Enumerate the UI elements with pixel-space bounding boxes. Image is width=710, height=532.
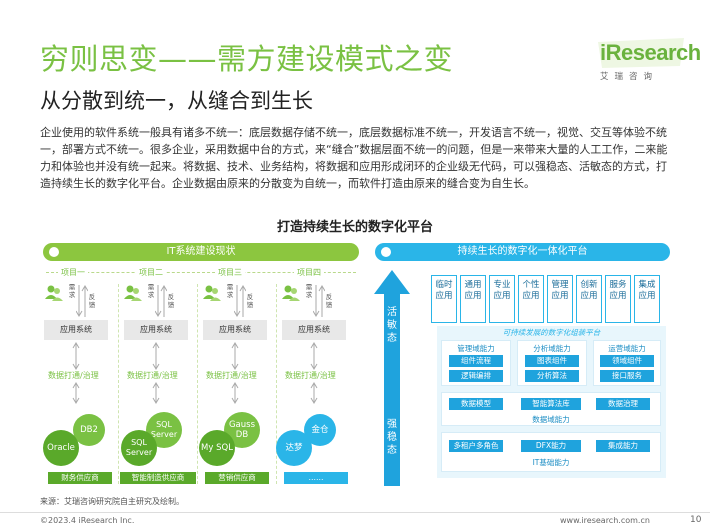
intro-paragraph: 企业使用的软件系统一般具有诸多不统一：底层数据存储不统一，底层数据标准不统一，开… [40,126,668,190]
data-integration-label: 数据打通/治理 [206,371,257,380]
app-box-management: 管理应用 [547,275,573,323]
capability-chip: 智能算法库 [521,398,581,410]
column-separator [276,284,277,484]
db-circle: SQL Server [121,430,157,466]
right-panel-header: 持续生长的数字化一体化平台 [375,243,670,261]
feedback-label: 反馈 [167,293,175,309]
right-panel-title: 持续生长的数字化一体化平台 [457,246,588,257]
header-dot-icon [49,247,59,257]
header-dot-icon [381,247,391,257]
db-circle: Oracle [43,430,79,466]
left-panel-header: IT系统建设现状 [43,243,359,261]
updown-arrow-icon [310,342,318,370]
section-title: 打造持续生长的数字化平台 [276,220,433,235]
app-system-box: 应用系统 [124,320,188,340]
demand-label: 需求 [147,283,155,299]
growth-arrow-icon [374,270,410,486]
users-icon [45,285,63,301]
updown-arrow-icon [231,382,239,404]
footer-divider [0,512,710,513]
vendor-label: 智能制造供应商 [120,472,196,484]
stable-state-label: 强稳态 [387,419,397,456]
operation-domain-title: 运营域能力 [608,344,646,353]
capability-chip: 领域组件 [600,355,654,367]
app-system-box: 应用系统 [282,320,346,340]
capability-chip: 组件流程 [449,355,503,367]
capability-chip: 逻辑编排 [449,370,503,382]
left-panel-title: IT系统建设现状 [166,246,236,257]
users-icon [282,285,300,301]
updown-arrow-icon [152,342,160,370]
website-link[interactable]: www.iresearch.com.cn [560,516,650,525]
app-box-professional: 专业应用 [489,275,515,323]
project-divider [46,272,356,273]
vendor-label: 财务供应商 [48,472,112,484]
app-box-general: 通用应用 [460,275,486,323]
app-box-innovation: 创新应用 [576,275,602,323]
project-label-2: 项目二 [136,267,166,278]
capability-chip: 分析算法 [525,370,579,382]
column-separator [197,284,198,484]
page-subtitle: 从分散到统一，从缝合到生长 [40,89,313,113]
platform-caption: 可持续发展的数字化组装平台 [502,328,601,337]
capability-chip: 数据治理 [596,398,650,410]
updown-arrow-icon [231,342,239,370]
agile-state-label: 活敏态 [387,307,397,344]
feedback-label: 反馈 [246,293,254,309]
vendor-label: 营销供应商 [205,472,269,484]
data-domain-title: 数据域能力 [532,415,570,424]
exchange-arrows-icon [234,285,246,317]
exchange-arrows-icon [313,285,325,317]
logo-subtext: 艾瑞咨询 [600,72,659,82]
data-integration-label: 数据打通/治理 [48,371,99,380]
db-circle: 达梦 [276,430,312,466]
updown-arrow-icon [72,382,80,404]
capability-chip: DFX能力 [521,440,581,452]
data-integration-label: 数据打通/治理 [285,371,336,380]
feedback-label: 反馈 [88,293,96,309]
copyright: ©2023.4 iResearch Inc. [40,516,135,525]
users-icon [203,285,221,301]
logo-text: iResearch [600,40,701,65]
capability-chip: 接口服务 [600,370,654,382]
data-integration-label: 数据打通/治理 [127,371,178,380]
project-label-4: 项目四 [294,267,324,278]
vendor-label: …… [284,472,348,484]
demand-label: 需求 [226,283,234,299]
db-circle: DB2 [73,414,105,446]
updown-arrow-icon [72,342,80,370]
analysis-domain-title: 分析域能力 [533,344,571,353]
capability-chip: 集成能力 [596,440,650,452]
iresearch-logo: iResearch 艾瑞咨询 [586,34,701,84]
app-box-temporary: 临时应用 [431,275,457,323]
app-system-box: 应用系统 [44,320,108,340]
logo-banner-icon [598,38,684,68]
capability-chip: 多租户多角色 [449,440,503,452]
exchange-arrows-icon [76,285,88,317]
db-circle: My SQL [199,430,235,466]
capability-chip: 图表组件 [525,355,579,367]
app-box-personal: 个性应用 [518,275,544,323]
feedback-label: 反馈 [325,293,333,309]
capability-chip: 数据模型 [449,398,503,410]
page-title: 穷则思变——需方建设模式之变 [40,42,454,76]
it-base-title: IT基础能力 [532,458,570,467]
app-box-service: 服务应用 [605,275,631,323]
users-icon [124,285,142,301]
app-system-box: 应用系统 [203,320,267,340]
management-domain-title: 管理域能力 [457,344,495,353]
project-label-3: 项目三 [215,267,245,278]
project-label-1: 项目一 [58,267,88,278]
page-number: 10 [690,515,702,525]
column-separator [118,284,119,484]
demand-label: 需求 [305,283,313,299]
it-base-domain [441,432,661,472]
updown-arrow-icon [152,382,160,404]
source-note: 来源：艾瑞咨询研究院自主研究及绘制。 [40,497,184,506]
app-box-integration: 集成应用 [634,275,660,323]
exchange-arrows-icon [155,285,167,317]
demand-label: 需求 [68,283,76,299]
updown-arrow-icon [310,382,318,404]
